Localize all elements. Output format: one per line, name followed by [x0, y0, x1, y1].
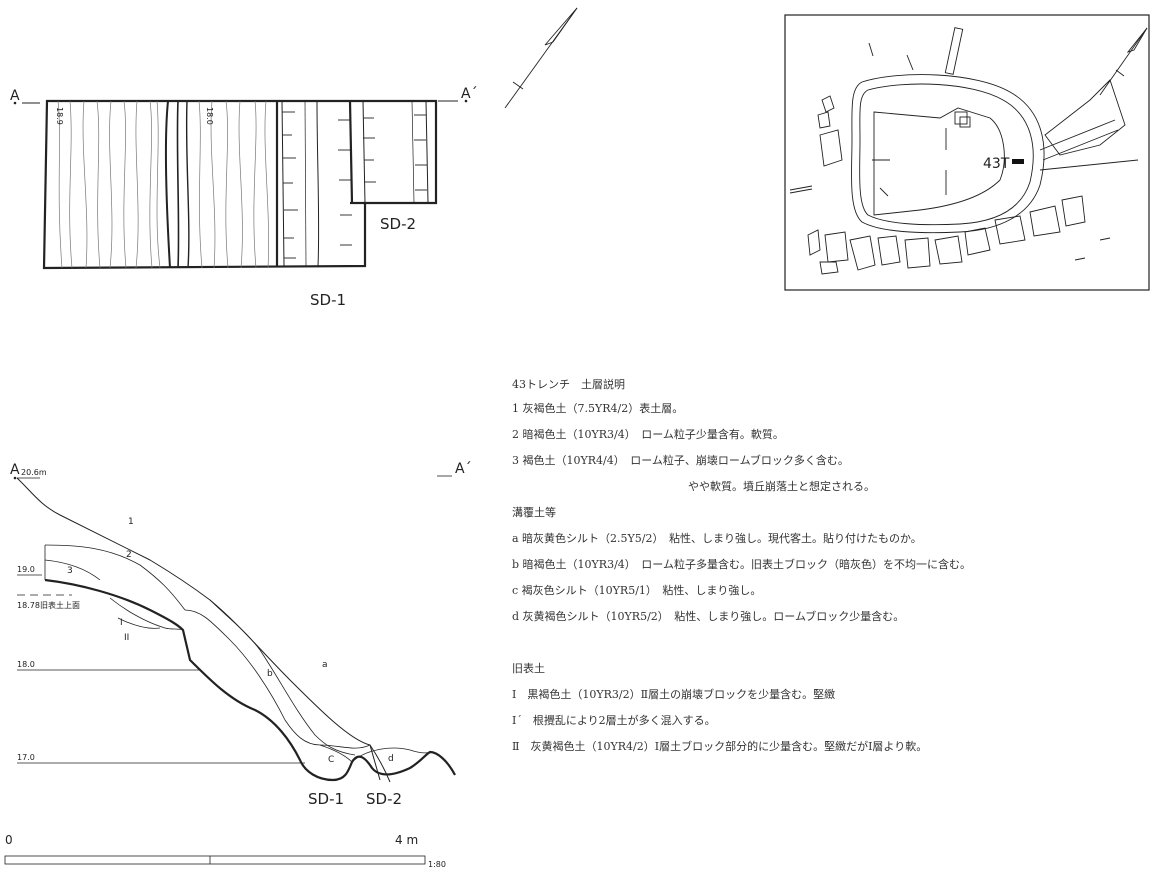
scale-zero-label: 0: [5, 833, 13, 847]
section-profile: [16, 477, 456, 783]
section-marker-a-prime: A´: [437, 461, 472, 477]
layer-c-label: C: [328, 755, 334, 765]
section-ditch-sd1-label: SD-1: [308, 790, 344, 808]
layer-ii-label: II: [124, 633, 129, 643]
plan-marker-a-label: A: [10, 88, 20, 104]
plan-hachures: [282, 111, 427, 259]
legend-item: 3 褐色土（10YR4/4） ローム粒子、崩壊ロームブロック多く含む。: [512, 454, 849, 467]
datum-1878-label: 18.78: [17, 601, 40, 610]
plan-marker-a: A: [10, 88, 40, 105]
old-surface-label: 旧表土上面: [40, 600, 80, 610]
plan-contours: [57, 100, 269, 269]
trench-43t-marker: [1012, 159, 1024, 164]
legend-item: b 暗褐色土（10YR3/4） ローム粒子多量含む。旧表土ブロック（暗灰色）を不…: [512, 558, 971, 571]
legend-item: 1 灰褐色土（7.5YR4/2）表土層。: [512, 402, 684, 415]
scale-end-label: 4 m: [395, 833, 419, 847]
legend-group-heading: 溝覆土等: [512, 506, 556, 519]
layer-2-label: 2: [126, 550, 132, 560]
legend-item: I´ 根攪乱により2層土が多く混入する。: [512, 714, 716, 727]
datum-17-label: 17.0: [17, 753, 35, 762]
legend-item: a 暗灰黄色シルト（2.5Y5/2） 粘性、しまり強し。現代客土。貼り付けたもの…: [512, 532, 922, 545]
legend-item: Ⅱ 灰黄褐色土（10YR4/2）Ⅰ層土ブロック部分的に少量含む。堅緻だがⅠ層より…: [512, 740, 928, 753]
legend-item: c 褐灰色シルト（10YR5/1） 粘性、しまり強し。: [512, 584, 762, 597]
section-marker-a: A 20.6m: [10, 462, 47, 480]
plan-ditch-sd1-label: SD-1: [310, 291, 346, 309]
section-top-elevation: 20.6m: [21, 468, 47, 477]
plan-marker-a-prime: A´: [438, 86, 478, 103]
datum-lines: [17, 574, 305, 764]
trench-43t-label: 43T: [983, 156, 1010, 172]
legend-item: I 黒褐色土（10YR3/2）Ⅱ層土の崩壊ブロックを少量含む。堅緻: [512, 688, 836, 701]
layer-a-label: a: [322, 660, 328, 670]
section-ditch-sd2-label: SD-2: [366, 790, 402, 808]
plan-marker-a-prime-label: A´: [461, 86, 478, 102]
layer-3-label: 3: [67, 566, 73, 576]
plan-elevation-2: 18.0: [205, 107, 214, 125]
datum-18-label: 18.0: [17, 660, 35, 669]
trench-outline: [42, 99, 438, 270]
legend-item: 2 暗褐色土（10YR3/4） ローム粒子少量含有。軟質。: [512, 428, 784, 441]
trench-plan-view: A A´: [10, 86, 478, 309]
scale-bar: [4, 855, 426, 865]
layer-b-label: b: [267, 669, 273, 679]
legend-title: 43トレンチ 土層説明: [512, 378, 625, 391]
datum-19-label: 19.0: [17, 565, 35, 574]
scale-ratio-label: 1:80: [428, 860, 446, 869]
legend-item-continuation: やや軟質。墳丘崩落土と想定される。: [688, 480, 875, 493]
section-marker-a-label: A: [10, 462, 20, 478]
plan-elevation-1: 18.9: [55, 107, 64, 125]
layer-d-label: d: [388, 754, 394, 764]
layer-1-label: 1: [128, 517, 134, 527]
section-marker-a-prime-label: A´: [455, 461, 472, 477]
legend-item: d 灰黄褐色シルト（10YR5/2） 粘性、しまり強し。ロームブロック少量含む。: [512, 610, 905, 623]
section-layer-labels: 1 2 3 a b C d I II: [67, 517, 394, 765]
plan-ditch-sd2-label: SD-2: [380, 215, 416, 233]
layer-i-label: I: [120, 618, 123, 628]
legend-group-heading: 旧表土: [512, 662, 545, 675]
